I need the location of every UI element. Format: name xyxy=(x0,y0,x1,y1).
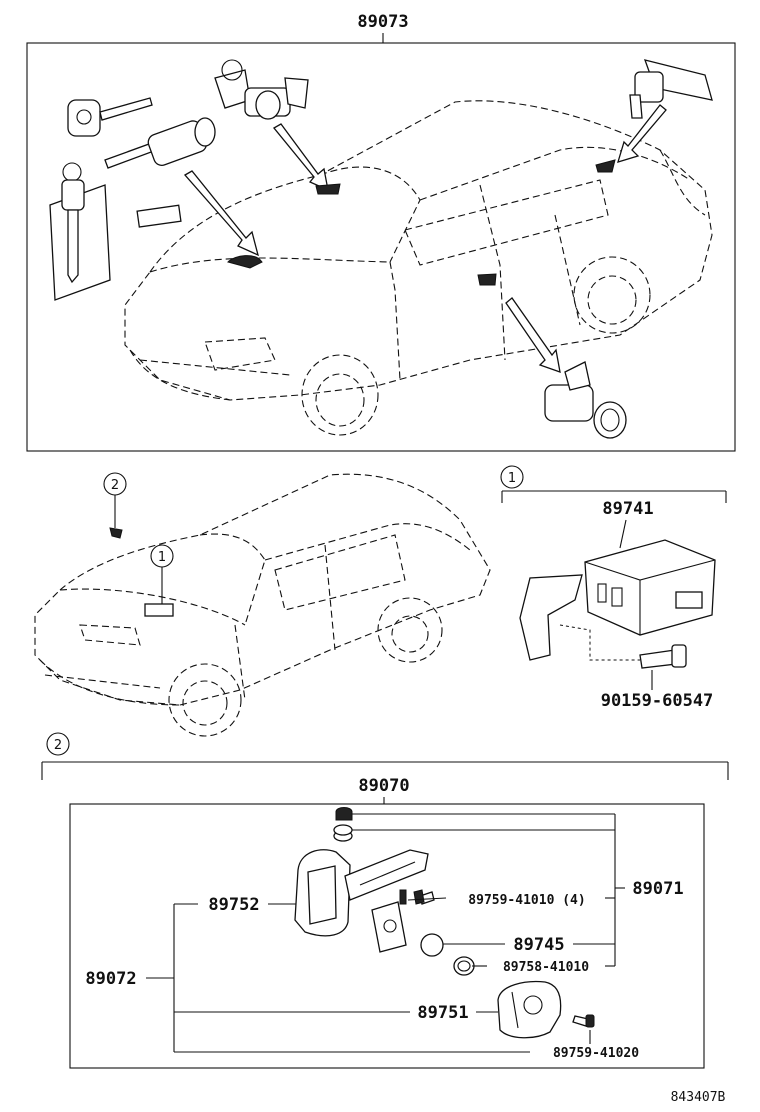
pointer-arrows-top xyxy=(183,104,667,373)
label-89072: 89072 xyxy=(85,969,136,989)
label-89752: 89752 xyxy=(208,895,259,915)
bracket-89071 xyxy=(352,813,625,967)
cover-illustration xyxy=(497,980,562,1039)
bracket-89072 xyxy=(146,903,591,1053)
label-89073: 89073 xyxy=(357,12,408,32)
label-90159-60547: 90159-60547 xyxy=(601,691,714,711)
section-89741: 1 89741 90159-60547 xyxy=(500,465,727,711)
label-89759-41010-4: 89759-41010 (4) xyxy=(468,893,585,908)
trunk-lock-illustration xyxy=(629,59,713,119)
label-89759-41020: 89759-41020 xyxy=(553,1046,639,1061)
transponder-chip-illustration xyxy=(136,204,182,228)
frame-89070 xyxy=(69,803,705,1069)
ignition-cylinder-illustration xyxy=(104,117,216,169)
callout-2-car: 2 xyxy=(103,472,127,539)
key-tag-illustration xyxy=(49,162,111,301)
door-lock-cylinder-top-illustration xyxy=(214,59,309,120)
label-89071: 89071 xyxy=(632,879,683,899)
transmitter-key-illustration xyxy=(294,849,429,937)
key-blank-illustration xyxy=(67,97,153,137)
callout-1-car: 1 xyxy=(144,544,174,617)
transmitter-board-illustration xyxy=(371,889,407,953)
key-cap-illustration xyxy=(333,807,353,842)
battery-illustration xyxy=(420,933,444,957)
reference-code: 843407B xyxy=(671,1090,726,1105)
computer-unit-illustration xyxy=(519,539,716,661)
section-middle: 2 1 1 89741 xyxy=(34,465,727,737)
svg-text:1: 1 xyxy=(158,550,166,565)
svg-text:1: 1 xyxy=(508,471,516,486)
svg-text:2: 2 xyxy=(54,738,62,753)
bolt-illustration xyxy=(639,644,687,669)
svg-text:2: 2 xyxy=(111,478,119,493)
label-89741: 89741 xyxy=(602,499,653,519)
section-89073: 89073 xyxy=(26,12,736,452)
label-89745: 89745 xyxy=(513,935,564,955)
gasket-illustration xyxy=(453,956,475,976)
label-89070: 89070 xyxy=(358,776,409,796)
label-89751: 89751 xyxy=(417,1003,468,1023)
section-89070: 2 89070 xyxy=(41,732,729,1069)
door-lock-cylinder-bottom-illustration xyxy=(544,361,627,439)
cover-screw-illustration xyxy=(572,1014,595,1028)
small-screw-illustration xyxy=(413,889,435,905)
lock-location-marks xyxy=(227,159,616,286)
car-middle-illustration xyxy=(34,473,491,737)
label-89758-41010: 89758-41010 xyxy=(503,960,589,975)
frame-89073 xyxy=(26,42,736,452)
